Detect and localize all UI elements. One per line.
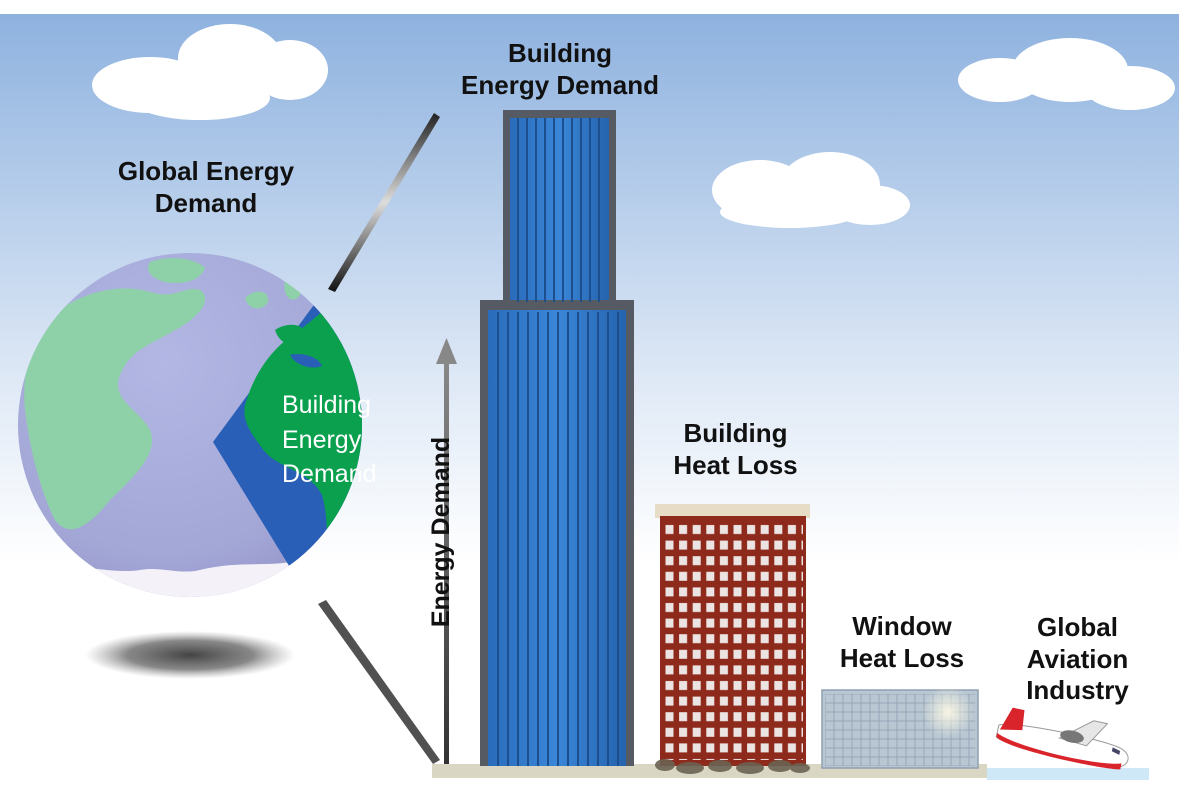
water-strip bbox=[987, 768, 1149, 780]
building-energy-land bbox=[275, 324, 306, 346]
cloud-icon bbox=[712, 152, 910, 228]
continent-shape bbox=[245, 291, 269, 309]
glass-building bbox=[821, 686, 979, 769]
cloud-icon bbox=[958, 38, 1175, 110]
label-global-aviation-industry: Global Aviation Industry bbox=[1026, 612, 1129, 706]
continent-shape bbox=[148, 258, 205, 284]
skyscraper bbox=[480, 110, 634, 766]
cloud-icon bbox=[92, 24, 328, 120]
zoom-line-lower bbox=[318, 600, 440, 764]
label-building-heat-loss: Building Heat Loss bbox=[673, 418, 798, 480]
label-building-energy-demand-top: Building Energy Demand bbox=[461, 38, 659, 100]
label-global-energy-demand: Global Energy Demand bbox=[117, 156, 295, 218]
continent-shape bbox=[24, 288, 206, 530]
axis-label-energy-demand: Energy Demand bbox=[427, 436, 455, 628]
label-building-energy-demand-globe: Building Energy Demand bbox=[282, 391, 377, 488]
zoom-line-upper bbox=[328, 113, 440, 292]
energy-demand-axis-arrow bbox=[436, 338, 457, 764]
label-window-heat-loss: Window Heat Loss bbox=[839, 611, 965, 673]
brick-building bbox=[655, 504, 810, 774]
globe-shadow bbox=[85, 631, 295, 679]
airplane-icon bbox=[995, 707, 1129, 770]
